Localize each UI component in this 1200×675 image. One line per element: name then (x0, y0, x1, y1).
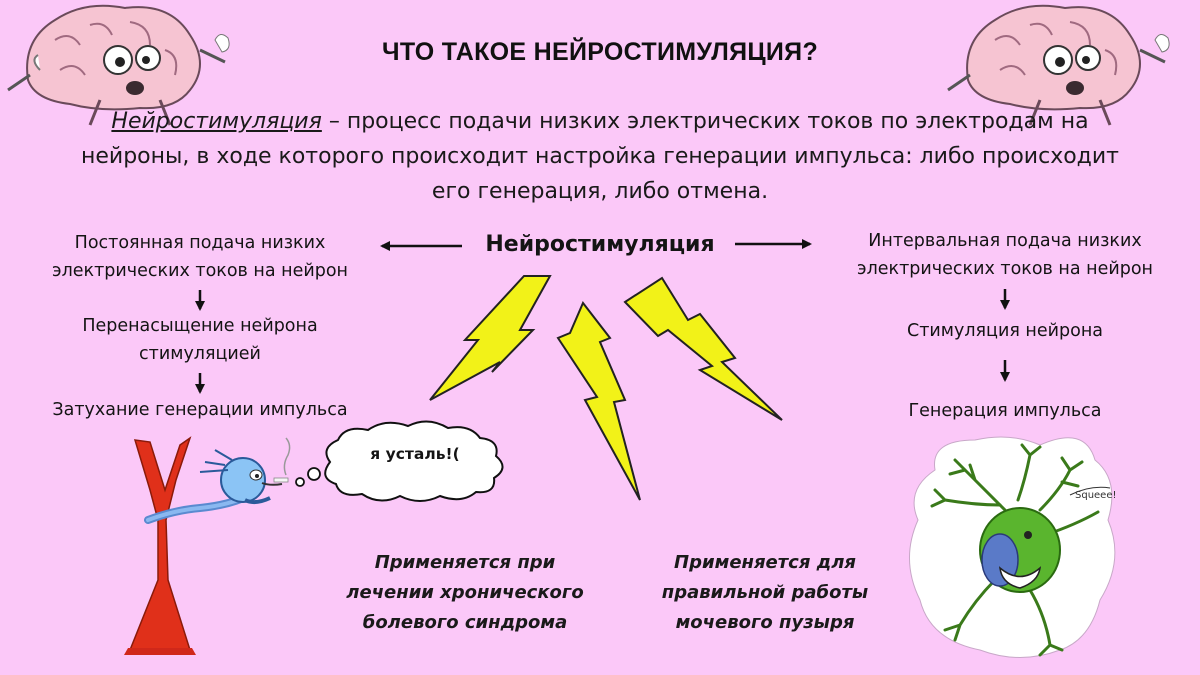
page-title: ЧТО ТАКОЕ НЕЙРОСТИМУЛЯЦИЯ? (381, 38, 819, 66)
brain-mascot-left-icon (7, 4, 230, 126)
lightning-bolts-icon (429, 275, 783, 501)
left-application-note: Применяется при лечении хронического бол… (346, 552, 584, 633)
tired-neuron-icon (124, 436, 291, 655)
brain-mascot-right-icon (947, 4, 1170, 126)
right-step-3: Генерация импульса (908, 401, 1102, 421)
thought-bubble-text: я усталь!( (370, 445, 460, 463)
left-step-2: Перенасыщение нейрона стимуляцией (82, 316, 318, 364)
right-application-note: Применяется для правильной работы мочево… (661, 552, 869, 633)
sticker-label: Squeee! (1075, 490, 1117, 501)
happy-neuron-sticker-icon: Squeee! (909, 436, 1117, 658)
left-step-1: Постоянная подача низких электрических т… (51, 233, 348, 281)
thought-bubble-icon (295, 420, 504, 502)
center-node-label: Нейростимуляция (485, 232, 715, 257)
definition-paragraph: Нейростимуляция – процесс подачи низких … (60, 104, 1140, 209)
definition-term: Нейростимуляция (111, 109, 322, 134)
definition-text: – процесс подачи низких электрических то… (81, 109, 1119, 204)
left-step-3: Затухание генерации импульса (52, 400, 348, 420)
right-step-1: Интервальная подача низких электрических… (856, 231, 1153, 279)
right-step-2: Стимуляция нейрона (907, 321, 1103, 341)
